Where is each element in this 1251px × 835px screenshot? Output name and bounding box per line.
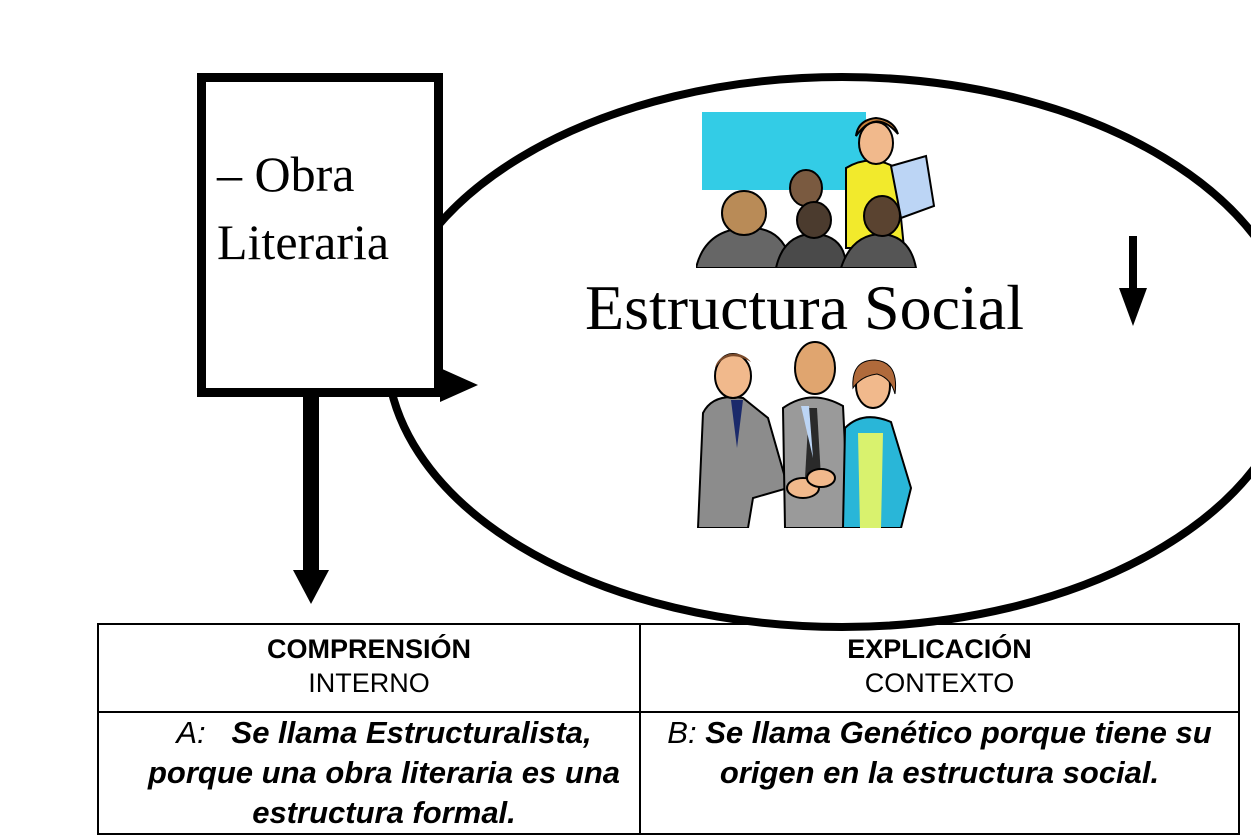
arrow-down-icon (293, 392, 329, 604)
estructuralista-cell: A: Se llama Estructuralista, porque una … (97, 711, 641, 835)
comprension-title: COMPRENSIÓN (266, 634, 472, 664)
meeting-clipart-icon (696, 112, 936, 268)
interno-subtitle: INTERNO (308, 668, 430, 698)
obra-literaria-box (197, 73, 443, 397)
explicacion-header-cell: EXPLICACIÓN CONTEXTO (639, 623, 1240, 713)
small-arrow-down-icon (1119, 236, 1147, 326)
genetico-cell: B: Se llama Genético porque tiene su ori… (639, 711, 1240, 835)
explicacion-title: EXPLICACIÓN (847, 634, 1032, 664)
comparison-table: COMPRENSIÓN INTERNO EXPLICACIÓN CONTEXTO… (97, 623, 1240, 835)
handshake-clipart-icon (696, 341, 913, 528)
label-b: B: (667, 715, 697, 750)
genetico-text: Se llama Genético porque tiene su origen… (705, 715, 1212, 790)
contexto-subtitle: CONTEXTO (864, 668, 1015, 698)
obra-literaria-label: – Obra Literaria (217, 146, 390, 270)
label-a: A: (176, 715, 206, 750)
comprension-header-cell: COMPRENSIÓN INTERNO (97, 623, 641, 713)
estructura-social-label: Estructura Social (585, 272, 1024, 343)
estructuralista-text: Se llama Estructuralista, porque una obr… (147, 715, 620, 830)
